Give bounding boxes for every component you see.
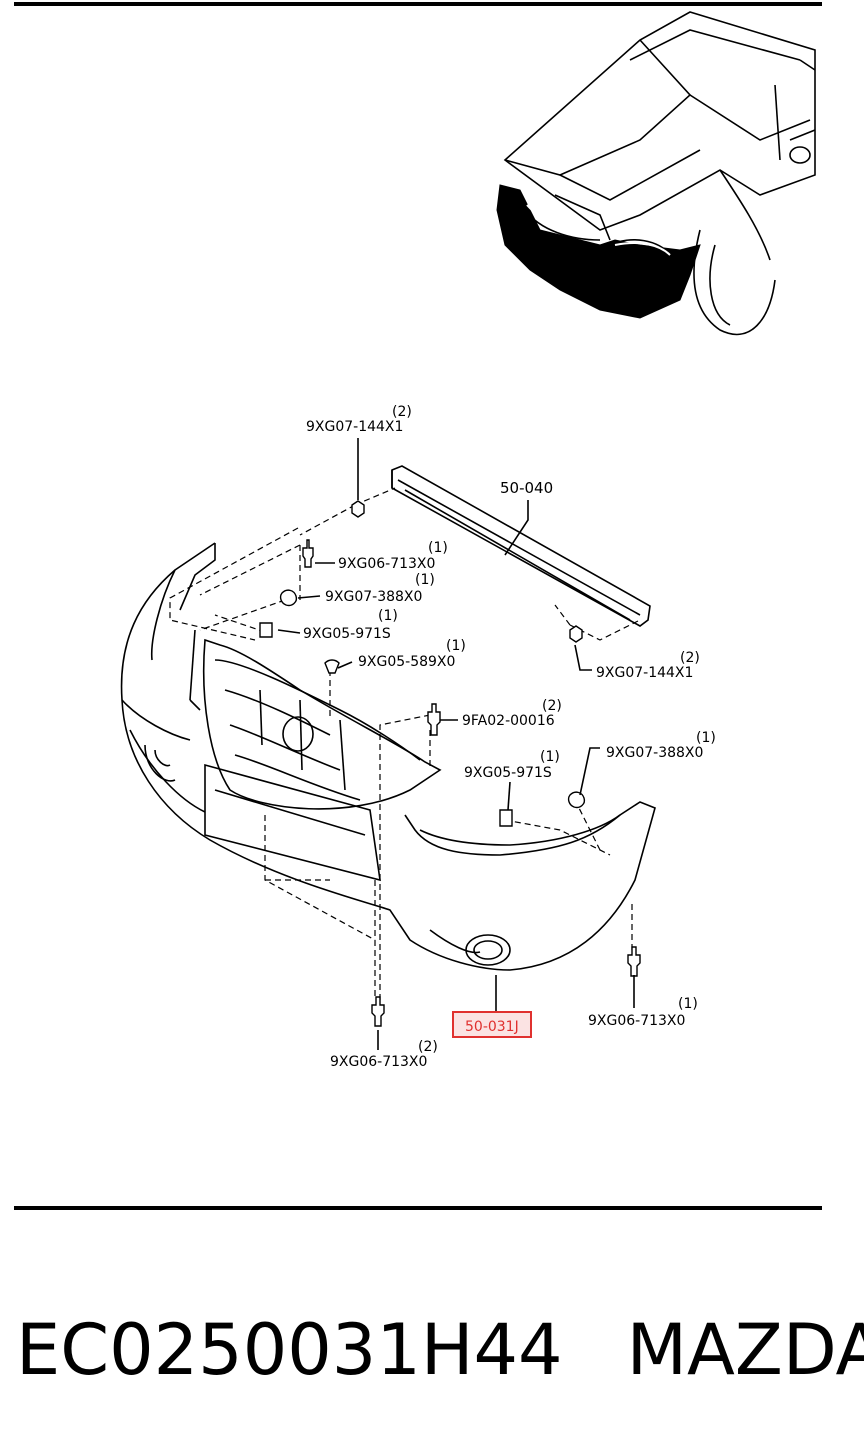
callout-code-c3: 9XG06-713X0	[338, 556, 435, 572]
callout-code-c4: 9XG07-388X0	[325, 589, 422, 605]
callout-qty-c10: (1)	[540, 749, 560, 765]
callout-qty-c7: (2)	[680, 650, 700, 666]
callout-code-c8: 9FA02-00016	[462, 713, 555, 729]
callout-code-c7: 9XG07-144X1	[596, 665, 693, 681]
dashed-guide-lines	[169, 487, 641, 1000]
callout-qty-c12: (1)	[678, 996, 698, 1012]
part-caption: EC0250031H44 MAZDA	[16, 1300, 864, 1400]
callout-qty-c8: (2)	[542, 698, 562, 714]
callout-labels: (2) 9XG07-144X1 50-040 (1) 9XG06-713X0 (…	[303, 404, 716, 1070]
callout-code-c9: 9XG07-388X0	[606, 745, 703, 761]
callout-code-c10: 9XG05-971S	[464, 765, 552, 781]
fasteners	[259, 500, 641, 1027]
front-bumper-drawing	[120, 542, 656, 971]
callout-code-c13: 9XG06-713X0	[330, 1054, 427, 1070]
callout-qty-c13: (2)	[418, 1039, 438, 1055]
callout-qty-c9: (1)	[696, 730, 716, 746]
callout-code-c1: 9XG07-144X1	[306, 419, 403, 435]
bumper-reinforcement-drawing	[391, 465, 651, 627]
top-rule	[14, 2, 822, 6]
callout-code-c11: 50-031J	[465, 1019, 519, 1035]
highlight-box-50-031j	[452, 1011, 532, 1038]
brand-name: MAZDA	[626, 1309, 864, 1391]
callout-code-c2: 50-040	[500, 479, 553, 497]
bottom-rule	[14, 1206, 822, 1210]
callout-code-c5: 9XG05-971S	[303, 626, 391, 642]
leader-lines	[277, 438, 635, 1050]
part-number: EC0250031H44	[16, 1309, 563, 1391]
callout-qty-c5: (1)	[378, 608, 398, 624]
callout-qty-c1: (2)	[392, 404, 412, 420]
callout-code-c6: 9XG05-589X0	[358, 654, 455, 670]
callout-qty-c3: (1)	[428, 540, 448, 556]
bumper-highlight-silhouette	[496, 184, 701, 319]
callout-qty-c6: (1)	[446, 638, 466, 654]
callout-code-c12: 9XG06-713X0	[588, 1013, 685, 1029]
callout-qty-c4: (1)	[415, 572, 435, 588]
